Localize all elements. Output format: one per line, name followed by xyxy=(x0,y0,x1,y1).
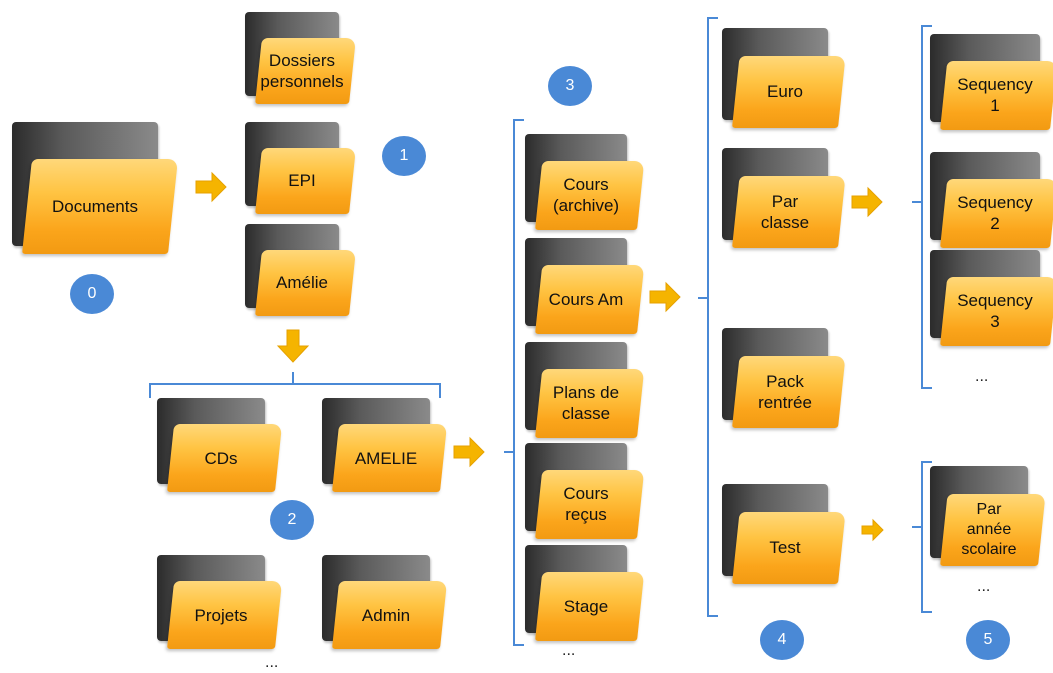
folder-cds[interactable]: CDs xyxy=(157,398,283,492)
folder-label: Dossiers personnels xyxy=(260,50,344,91)
folder-par-classe[interactable]: Par classe xyxy=(722,148,846,248)
folder-pack-rentree[interactable]: Pack rentrée xyxy=(722,328,846,428)
bracket-col2 xyxy=(149,372,441,398)
folder-label: Amélie xyxy=(276,273,328,293)
more-ellipsis-col2: ... xyxy=(265,654,279,671)
folder-label: CDs xyxy=(204,448,238,468)
step-badge-3: 3 xyxy=(548,66,592,106)
bracket-col3 xyxy=(504,119,524,646)
folder-label: Test xyxy=(769,538,801,558)
folder-label: Admin xyxy=(361,605,411,625)
folder-label: Sequency 2 xyxy=(957,193,1033,234)
folder-sequency-3[interactable]: Sequency 3 xyxy=(930,250,1053,346)
folder-admin[interactable]: Admin xyxy=(322,555,448,649)
step-badge-1: 1 xyxy=(382,136,426,176)
bracket-col4 xyxy=(698,17,718,617)
folder-label: Cours (archive) xyxy=(552,175,620,216)
arrow-right-icon xyxy=(851,186,883,218)
arrow-right-icon xyxy=(453,436,485,468)
folder-cours-archive[interactable]: Cours (archive) xyxy=(525,134,645,230)
bracket-col5a xyxy=(912,25,932,389)
folder-par-annee-scolaire[interactable]: Par année scolaire xyxy=(930,466,1046,566)
arrow-right-icon xyxy=(649,281,681,313)
arrow-right-icon xyxy=(861,518,884,542)
folder-epi[interactable]: EPI xyxy=(245,122,356,214)
folder-label: Pack rentrée xyxy=(758,371,812,412)
folder-amelie-upper[interactable]: AMELIE xyxy=(322,398,448,492)
bracket-col5b xyxy=(912,461,932,613)
folder-label: Documents xyxy=(52,196,138,216)
folder-euro[interactable]: Euro xyxy=(722,28,846,128)
more-ellipsis-col3: ... xyxy=(562,642,576,659)
arrow-down-icon xyxy=(276,329,310,363)
folder-plans-de-classe[interactable]: Plans de classe xyxy=(525,342,645,438)
folder-label: AMELIE xyxy=(354,448,418,468)
folder-label: Plans de classe xyxy=(552,383,620,424)
folder-label: Stage xyxy=(563,596,609,616)
folder-sequency-2[interactable]: Sequency 2 xyxy=(930,152,1053,248)
folder-label: Sequency 1 xyxy=(957,75,1033,116)
more-ellipsis-col5b: ... xyxy=(977,578,991,595)
folder-test[interactable]: Test xyxy=(722,484,846,584)
folder-stage[interactable]: Stage xyxy=(525,545,645,641)
folder-dossiers-personnels[interactable]: Dossiers personnels xyxy=(245,12,356,104)
folder-sequency-1[interactable]: Sequency 1 xyxy=(930,34,1053,130)
folder-amelie[interactable]: Amélie xyxy=(245,224,356,316)
step-badge-5: 5 xyxy=(966,620,1010,660)
folder-label: Cours Am xyxy=(548,289,624,309)
arrow-right-icon xyxy=(195,171,227,203)
folder-label: Par année scolaire xyxy=(961,501,1017,558)
folder-label: EPI xyxy=(288,171,316,191)
folder-label: Par classe xyxy=(760,191,810,232)
folder-label: Euro xyxy=(767,82,803,102)
folder-projets[interactable]: Projets xyxy=(157,555,283,649)
more-ellipsis-col5a: ... xyxy=(975,368,989,385)
folder-cours-recus[interactable]: Cours reçus xyxy=(525,443,645,539)
folder-cours-am[interactable]: Cours Am xyxy=(525,238,645,334)
folder-documents[interactable]: Documents xyxy=(12,122,178,254)
step-badge-0: 0 xyxy=(70,274,114,314)
folder-label: Projets xyxy=(194,605,248,625)
step-badge-4: 4 xyxy=(760,620,804,660)
step-badge-2: 2 xyxy=(270,500,314,540)
folder-label: Sequency 3 xyxy=(957,291,1033,332)
folder-label: Cours reçus xyxy=(563,484,609,525)
